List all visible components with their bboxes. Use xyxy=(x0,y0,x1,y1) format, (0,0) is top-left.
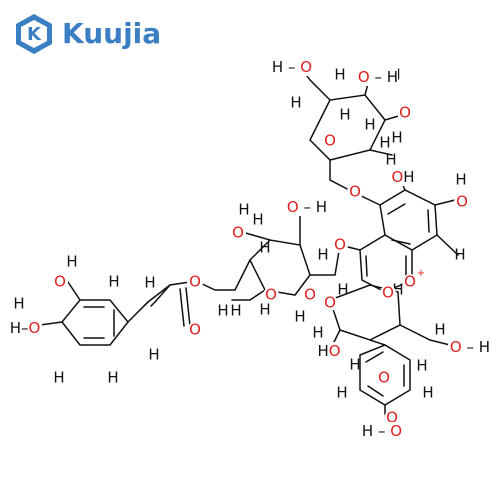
atom-h: H xyxy=(259,239,270,257)
atom-h: H xyxy=(434,321,445,339)
atom-h: H xyxy=(144,274,155,292)
atom-h: H xyxy=(379,134,390,152)
atom-h: H xyxy=(349,356,360,374)
hydroxyl-o-h-label: O – H xyxy=(450,338,490,356)
hydroxyl-h-o-label: HO xyxy=(317,342,340,360)
bond-lines xyxy=(39,65,459,421)
atom-h: H xyxy=(66,253,77,271)
atom-o: O xyxy=(382,284,394,302)
hydrogen-atom-labels: H H H H H H H H H H H H H H H H H H H H … xyxy=(13,59,466,439)
atom-h: H xyxy=(336,384,347,402)
hydroxyl-h-o-label: H–O xyxy=(10,319,41,337)
atom-o: O xyxy=(378,369,390,387)
atom-h: H xyxy=(455,171,466,189)
hydroxyl-h-o-label: H – O xyxy=(272,58,312,76)
brand-name: Kuujia xyxy=(62,17,162,50)
atom-h: H xyxy=(217,302,228,320)
atom-h: H xyxy=(290,94,301,112)
atom-o: O xyxy=(189,321,201,339)
atom-h: H xyxy=(339,106,350,124)
atom-h: H xyxy=(454,246,465,264)
atom-h: H xyxy=(337,281,348,299)
atom-h: H xyxy=(259,301,270,319)
atom-o: O xyxy=(189,273,201,291)
atom-o: O xyxy=(304,286,316,304)
atom-h: H xyxy=(230,302,241,320)
atom-h: H xyxy=(317,246,328,264)
atom-o: O xyxy=(386,409,398,427)
atom-h: H xyxy=(108,273,119,291)
hydroxyl-o-h-label: O – H xyxy=(358,68,398,86)
atom-o: O xyxy=(404,273,416,291)
positive-charge-sign: + xyxy=(417,268,425,279)
atom-h: H xyxy=(334,66,345,84)
atom-h: H xyxy=(148,346,159,364)
logo-mark-letter: K xyxy=(27,24,42,45)
kuujia-logo-icon: K xyxy=(16,14,52,54)
atom-h: H xyxy=(392,281,403,299)
atom-o: O xyxy=(334,236,346,254)
atom-o: O xyxy=(324,132,336,150)
hydroxyl-o-h-label: O – H xyxy=(287,198,327,216)
atom-o: O xyxy=(265,286,277,304)
atom-o: O xyxy=(399,104,411,122)
atom-h: H xyxy=(385,151,396,169)
atom-h: H xyxy=(53,369,64,387)
atom-h: H xyxy=(416,357,427,375)
atom-o: O xyxy=(324,294,336,312)
hydroxyl-h-o-label: H – O xyxy=(362,422,402,440)
atom-o: O xyxy=(54,273,66,291)
atom-h: H xyxy=(422,384,433,402)
hydroxyl-group-labels: H – O O – H O OH O – H H–O HO O – H H – … xyxy=(8,58,492,440)
atom-o: O xyxy=(456,193,468,211)
atom-o: O xyxy=(232,224,244,242)
atom-h: H xyxy=(364,116,375,134)
atom-h: H xyxy=(294,308,305,326)
atom-h: H xyxy=(391,129,402,147)
brand-logo: K Kuujia xyxy=(12,12,162,56)
atom-h: H xyxy=(312,324,323,342)
atom-o: O xyxy=(349,183,361,201)
atom-h: H xyxy=(252,211,263,229)
atom-h: H xyxy=(238,201,249,219)
hydroxyl-o-h-label: OH xyxy=(391,168,414,186)
atom-h: H xyxy=(107,369,118,387)
atom-h: H xyxy=(13,295,24,313)
